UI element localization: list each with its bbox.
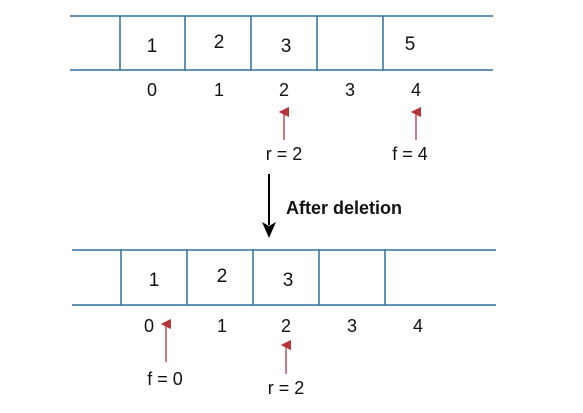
- queue-after-index: 1: [217, 316, 227, 336]
- queue-after-cell-value: 3: [283, 270, 294, 291]
- queue-before-index: 3: [345, 80, 355, 100]
- queue-after-index: 4: [413, 316, 423, 336]
- rear-pointer-label: r = 2: [266, 144, 303, 164]
- rear-pointer-label: r = 2: [268, 378, 305, 398]
- front-pointer-label: f = 0: [147, 369, 183, 389]
- queue-after-cell-value: 1: [149, 270, 160, 291]
- queue-before: 1 2 3 5 0 1 2 3 4 r = 2 f = 4: [70, 15, 493, 164]
- queue-before-index: 1: [214, 80, 224, 100]
- queue-before-cell-value: 2: [214, 32, 225, 53]
- queue-after-index: 0: [144, 316, 154, 336]
- queue-before-cell-value: 5: [405, 34, 416, 55]
- front-pointer-label: f = 4: [392, 144, 428, 164]
- queue-after-index: 2: [281, 316, 291, 336]
- queue-before-cell-value: 1: [147, 36, 158, 57]
- transition-label: After deletion: [286, 198, 402, 218]
- queue-before-cell-value: 3: [281, 36, 292, 57]
- queue-after-index: 3: [347, 316, 357, 336]
- queue-before-index: 4: [411, 80, 421, 100]
- down-arrow-head: [262, 222, 276, 238]
- queue-before-index: 2: [279, 80, 289, 100]
- queue-after-cell-value: 2: [217, 266, 228, 287]
- queue-after: 1 2 3 0 1 2 3 4 f = 0 r = 2: [72, 249, 496, 398]
- queue-before-index: 0: [147, 80, 157, 100]
- transition: After deletion: [262, 174, 402, 238]
